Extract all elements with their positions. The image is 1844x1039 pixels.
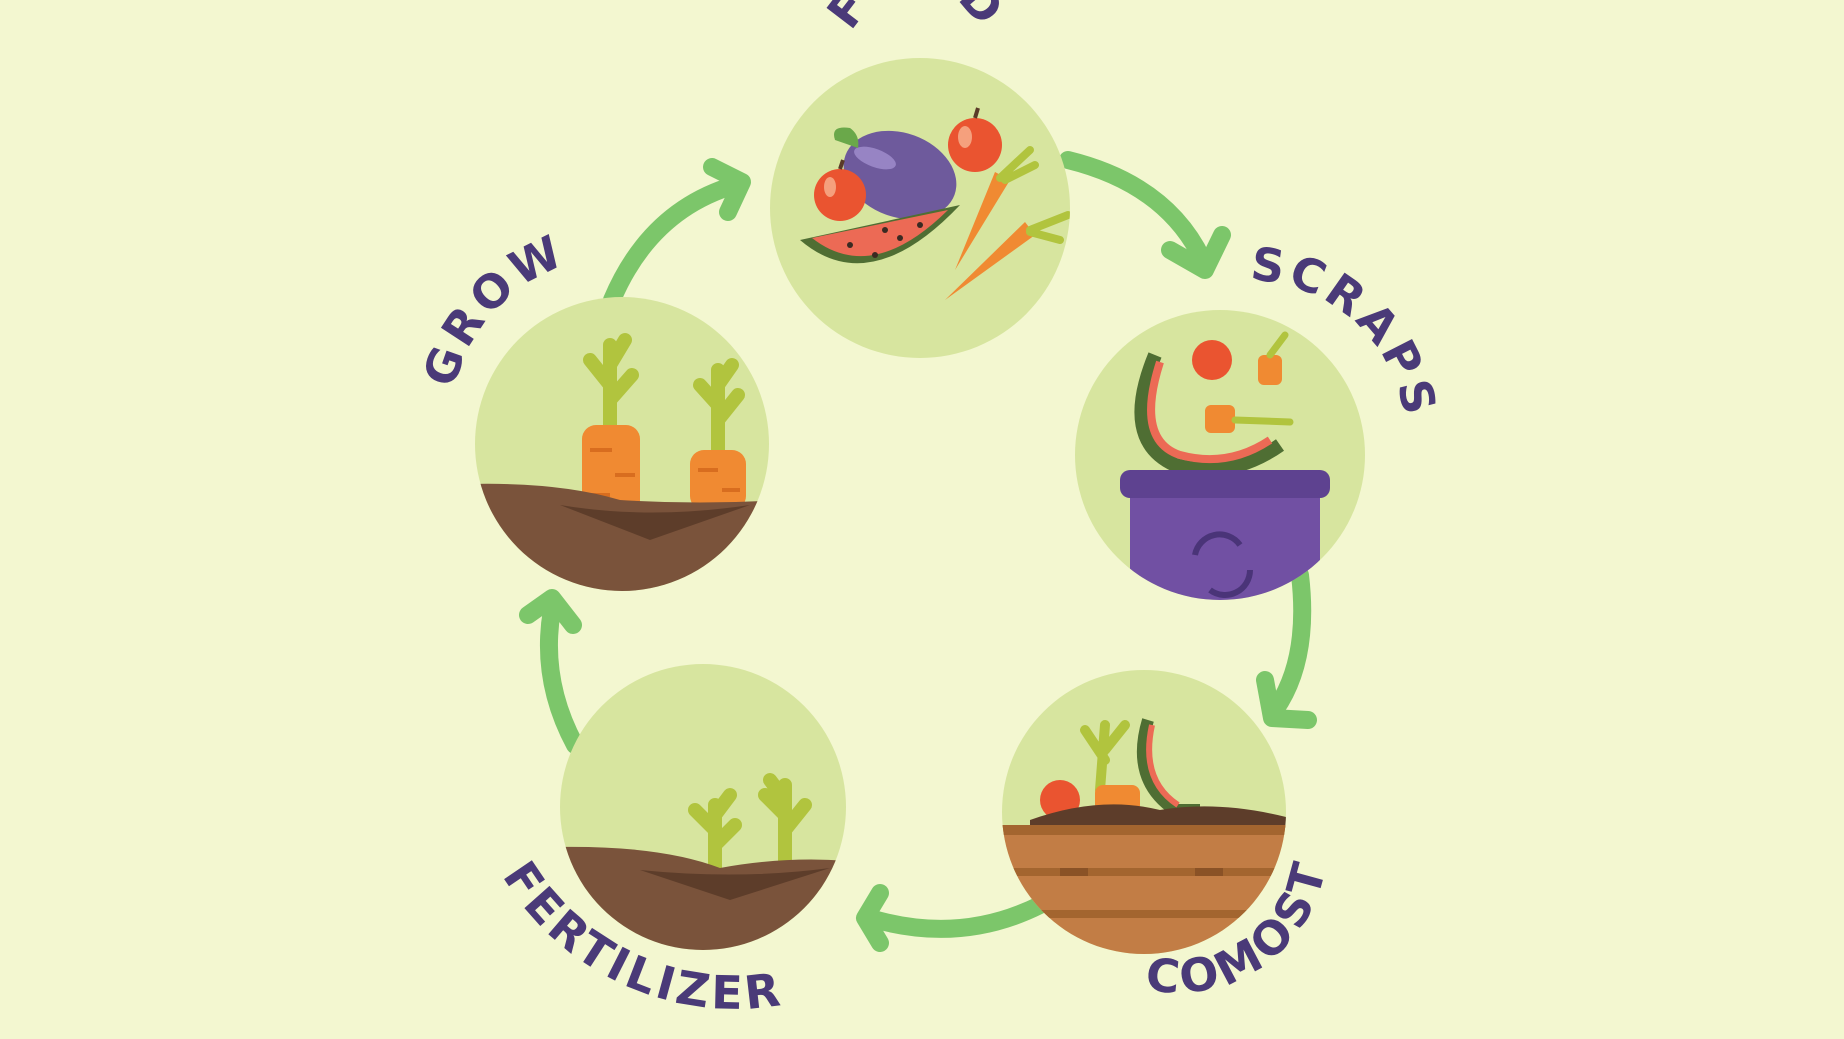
arrow-grow-to-food — [603, 158, 751, 309]
stage-food — [770, 58, 1070, 358]
arrow-compost-to-fertilizer — [856, 884, 1049, 952]
arrow-food-to-scraps — [1059, 151, 1231, 279]
arrow-fertilizer-to-grow — [519, 589, 584, 754]
compost-bin-scraps-icon — [1120, 331, 1330, 600]
fruits-vegetables-icon — [800, 107, 1070, 300]
arrow-scraps-to-compost — [1256, 566, 1317, 729]
cycle-arrows — [519, 151, 1317, 952]
stage-scraps — [1075, 310, 1365, 600]
